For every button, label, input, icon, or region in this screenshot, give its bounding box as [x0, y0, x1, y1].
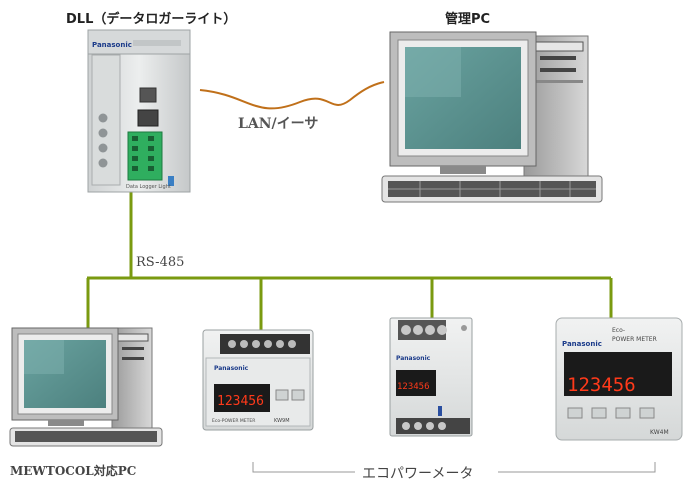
meter-1-reading: 123456 [217, 394, 264, 409]
meter-2-display [396, 370, 436, 396]
dll-model-text: Data Logger Light [126, 184, 171, 190]
dll-label: DLL（データロガーライト） [66, 12, 237, 27]
eco-meter-bracket [252, 462, 656, 473]
terminal-block-screws [132, 136, 154, 171]
meter-2-brand: Panasonic [396, 355, 431, 362]
meter-1-model: KW9M [274, 418, 290, 424]
pc-tower [111, 327, 153, 439]
meter-1-tag: Eco-POWER METER [212, 418, 255, 424]
rs485-bus [86, 192, 613, 332]
power-meter-1: Panasonic 123456 Eco-POWER METER KW9M [202, 329, 314, 431]
meter-3-model: KW4M [650, 429, 669, 436]
mewtocol-pc-icon [9, 327, 163, 447]
lan-label: LAN/イーサ [238, 116, 319, 132]
meter-1-display [214, 384, 270, 412]
rs485-label: RS-485 [136, 255, 185, 270]
meter-2-reading: 123456 [397, 382, 430, 392]
data-logger-device: Panasonic Data Logger Light [87, 29, 191, 193]
meter-3-brand: Panasonic [562, 340, 602, 348]
meter-3-display [564, 352, 672, 396]
meter-3-title: POWER METER [612, 336, 657, 343]
admin-pc-label: 管理PC [445, 12, 491, 27]
mewtocol-pc-label: MEWTOCOL対応PC [10, 464, 137, 478]
eco-meters-label: エコパワーメータ [362, 466, 474, 482]
screw-terminals [98, 113, 108, 168]
admin-pc-icon [381, 31, 603, 203]
dll-brand-text: Panasonic [92, 41, 132, 49]
meter-3-eco: Eco- [612, 327, 625, 334]
power-meter-2: Panasonic 123456 [389, 317, 473, 437]
lan-cable [199, 81, 385, 110]
meter-3-reading: 123456 [567, 374, 636, 396]
power-meter-3: Panasonic Eco- POWER METER 123456 KW4M [555, 317, 683, 441]
meter-1-brand: Panasonic [214, 365, 249, 372]
